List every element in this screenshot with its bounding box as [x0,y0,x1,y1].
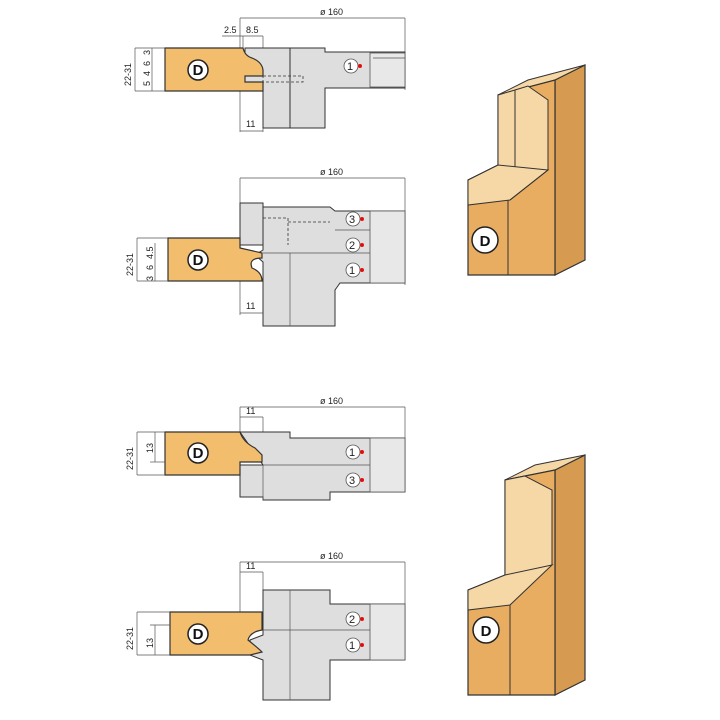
svg-text:13: 13 [145,638,155,648]
svg-text:11: 11 [246,301,255,311]
marker-dot [360,643,364,647]
profile-diagram-4: ø 160 11 D 2 1 22-31 13 [125,551,406,701]
profile-diagram-1: ø 160 2.5 8.5 D 1 22-31 3 6 4 5 11 [123,7,406,132]
marker-dot [360,450,364,454]
svg-text:22-31: 22-31 [125,253,135,276]
dim-8-5: 8.5 [246,25,259,35]
svg-text:11: 11 [246,406,255,416]
spindle [369,52,406,88]
marker-dot [360,217,364,221]
svg-text:D: D [193,62,204,79]
svg-text:D: D [193,626,204,643]
height-label: 22-31 [123,63,133,86]
svg-text:13: 13 [145,443,155,453]
svg-text:11: 11 [246,561,255,571]
svg-text:1: 1 [349,265,355,277]
profile-diagram-2: ø 160 D 3 2 1 22-31 4.5 6 3 11 [125,167,406,327]
svg-text:1: 1 [349,640,355,652]
workpiece [167,237,263,282]
svg-text:22-31: 22-31 [125,627,135,650]
svg-text:3: 3 [142,50,152,55]
workpiece-marker [187,249,209,271]
svg-text:4.5: 4.5 [145,246,155,259]
diameter-label: ø 160 [320,7,343,17]
svg-text:D: D [193,252,204,269]
svg-text:ø 160: ø 160 [320,551,343,561]
svg-text:D: D [193,445,204,462]
workpiece-marker [187,59,209,81]
svg-text:6: 6 [145,265,155,270]
door-marker [472,616,500,644]
profile-diagram-3: ø 160 11 D 1 3 22-31 13 [125,396,406,501]
workpiece-marker [187,623,209,645]
svg-text:4: 4 [142,71,152,76]
svg-text:1: 1 [349,447,355,459]
workpiece [164,431,263,476]
svg-text:22-31: 22-31 [125,447,135,470]
dim-2-5: 2.5 [224,25,237,35]
svg-text:ø 160: ø 160 [320,396,343,406]
svg-text:3: 3 [145,276,155,281]
marker-dot [360,243,364,247]
svg-text:3: 3 [349,214,355,226]
depth-label: 11 [246,119,255,129]
cutter-body [239,202,264,246]
workpiece [164,47,264,92]
svg-text:2: 2 [349,240,355,252]
svg-text:1: 1 [347,61,353,73]
svg-text:5: 5 [142,81,152,86]
workpiece [169,611,264,656]
svg-text:D: D [480,233,491,250]
door-frame-illustration-1: D [467,64,586,276]
cutter-stack [249,589,406,701]
workpiece-marker [187,442,209,464]
marker-dot [358,64,362,68]
svg-text:D: D [481,623,492,640]
marker-dot [360,617,364,621]
door-marker [471,226,499,254]
spindle [369,603,406,661]
svg-text:6: 6 [142,61,152,66]
svg-text:ø 160: ø 160 [320,167,343,177]
svg-text:2: 2 [349,614,355,626]
svg-text:3: 3 [349,475,355,487]
marker-dot [360,478,364,482]
spindle [369,437,406,493]
door-frame-illustration-2: D [467,454,586,696]
marker-dot [360,268,364,272]
spindle [369,210,406,284]
